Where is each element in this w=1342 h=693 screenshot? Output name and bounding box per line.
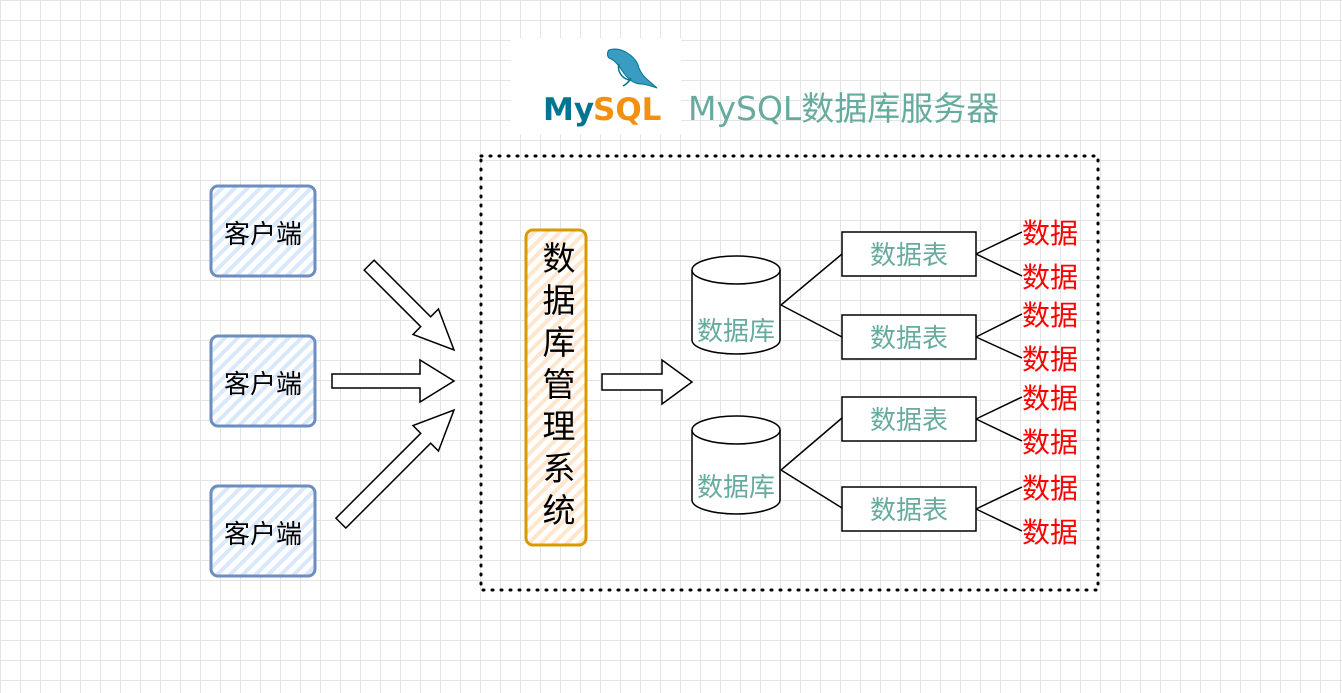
client-box[interactable]: 客户端: [209, 484, 317, 578]
server-boundary: [479, 154, 1100, 592]
client-box[interactable]: 客户端: [209, 184, 317, 278]
data-item: 数据: [1022, 261, 1078, 294]
client-label: 客户端: [224, 220, 302, 250]
data-labels: 数据 数据 数据 数据 数据 数据 数据 数据: [1022, 217, 1078, 549]
dbms-box[interactable]: [0, 0, 588, 547]
table-label: 数据表: [870, 241, 948, 271]
data-item: 数据: [1022, 472, 1078, 505]
mysql-logo: My SQL TM: [511, 38, 681, 134]
table-data-connectors: [975, 231, 1023, 532]
data-item: 数据: [1022, 299, 1078, 332]
logo-my-text: My: [543, 92, 594, 128]
data-item: 数据: [1022, 217, 1078, 250]
data-item: 数据: [1022, 343, 1078, 376]
logo-sql-text: SQL: [593, 92, 661, 128]
data-item: 数据: [1022, 426, 1078, 459]
client-label: 客户端: [224, 370, 302, 400]
data-item: 数据: [1022, 516, 1078, 549]
table-label: 数据表: [870, 496, 948, 526]
data-item: 数据: [1022, 382, 1078, 415]
database-label: 数据库: [697, 317, 775, 347]
db-table-connectors: [780, 253, 843, 509]
arrow-client1-to-dbms: [363, 259, 456, 352]
table-label: 数据表: [870, 406, 948, 436]
database-label: 数据库: [697, 473, 775, 503]
arrow-dbms-to-databases: [601, 358, 694, 406]
dolphin-icon: My SQL TM: [543, 48, 661, 128]
client-box[interactable]: 客户端: [209, 334, 317, 428]
table-box[interactable]: 数据表: [841, 396, 977, 442]
database-cylinder[interactable]: 数据库: [691, 255, 781, 355]
table-box[interactable]: 数据表: [841, 314, 977, 360]
database-cylinder[interactable]: 数据库: [691, 415, 781, 515]
table-box[interactable]: 数据表: [841, 231, 977, 277]
table-label: 数据表: [870, 324, 948, 354]
logo-tm-text: TM: [650, 116, 658, 122]
client-label: 客户端: [224, 520, 302, 550]
dbms-label: 数据库管理系统: [537, 241, 576, 535]
table-box[interactable]: 数据表: [841, 486, 977, 532]
page-title: MySQL数据库服务器: [688, 89, 1000, 128]
arrow-client3-to-dbms: [334, 408, 456, 530]
arrow-client2-to-dbms: [331, 358, 456, 404]
